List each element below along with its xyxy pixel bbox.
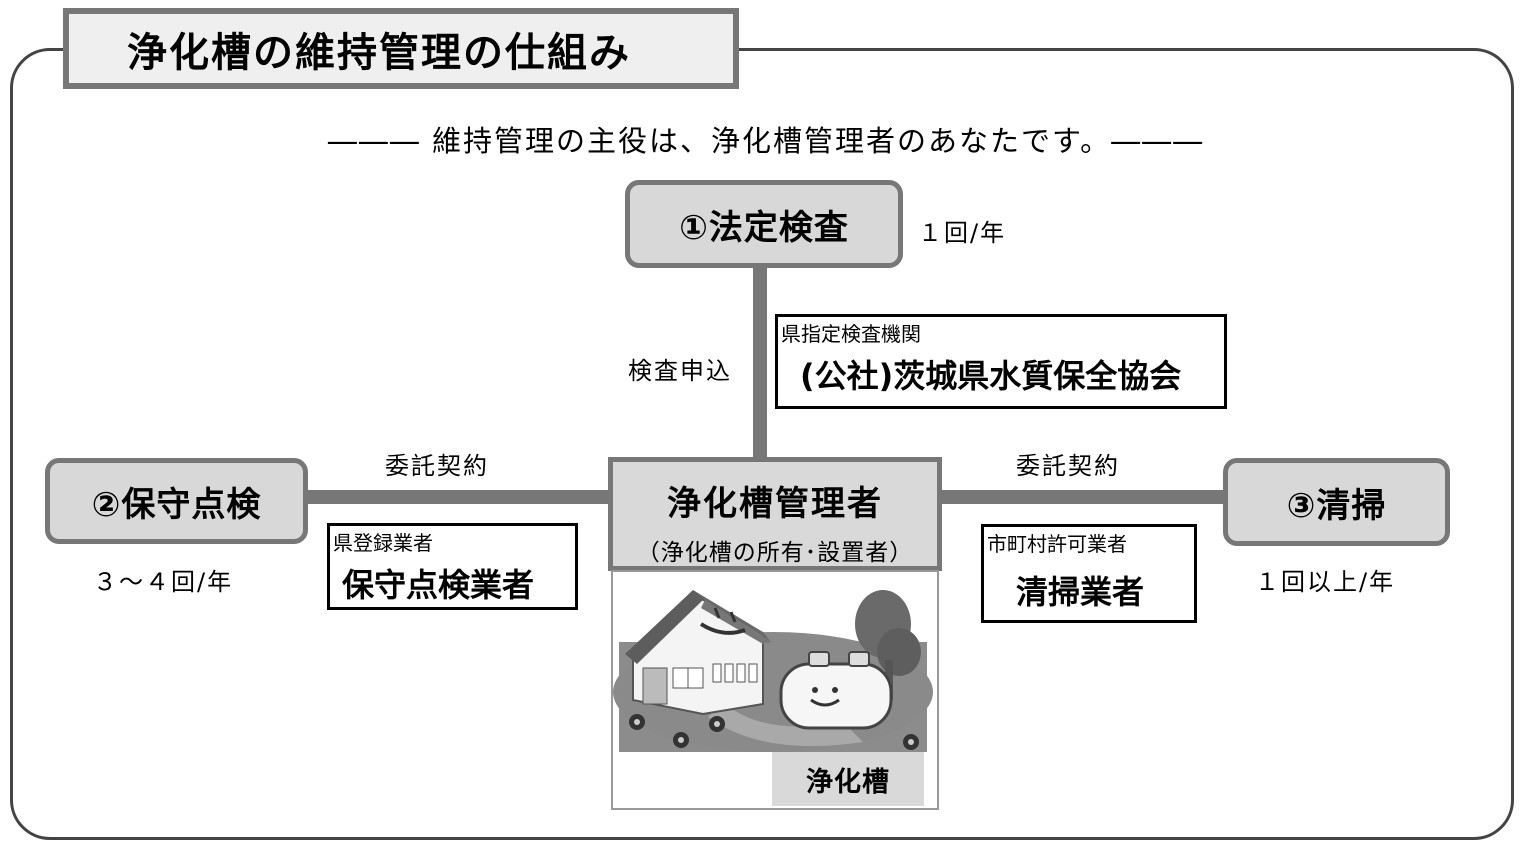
cleaning-vendor-type: 市町村許可業者 [987,532,1127,556]
inspection-link-label: 検査申込 [628,357,732,385]
maintenance-vendor-type: 県登録業者 [333,531,433,555]
maintenance-vendor-box: 県登録業者 保守点検業者 [327,523,578,610]
manager-node: 浄化槽管理者 （浄化槽の所有･設置者） [608,457,942,571]
cleaning-link-label: 委託契約 [1016,452,1120,480]
inspection-frequency: １回/年 [918,219,1007,247]
diagram-frame [10,48,1514,840]
maintenance-node: ②保守点検 [45,458,308,544]
connector-vertical [753,265,767,460]
inspection-agency-type: 県指定検査機関 [781,322,921,346]
maintenance-label: ②保守点検 [91,484,262,525]
cleaning-label: ③清掃 [1286,485,1387,526]
tank-caption-label: 浄化槽 [806,766,890,798]
connector-right [939,490,1227,504]
cleaning-vendor-box: 市町村許可業者 清掃業者 [981,524,1197,623]
inspection-node: ①法定検査 [625,180,903,268]
house-and-tank-icon [613,578,933,752]
manager-label: 浄化槽管理者 [667,484,883,524]
septic-tank-illustration [611,570,939,810]
inspection-agency-box: 県指定検査機関 (公社)茨城県水質保全協会 [775,314,1227,409]
page-title: 浄化槽の維持管理の仕組み [127,29,631,76]
subtitle: ――― 維持管理の主役は、浄化槽管理者のあなたです。――― [327,124,1205,158]
page-title-box: 浄化槽の維持管理の仕組み [63,8,739,89]
maintenance-link-label: 委託契約 [385,452,489,480]
cleaning-node: ③清掃 [1223,458,1450,546]
connector-left [305,490,611,504]
manager-sublabel: （浄化槽の所有･設置者） [636,540,914,566]
maintenance-frequency: ３～４回/年 [93,568,234,596]
cleaning-frequency: １回以上/年 [1255,568,1396,596]
cleaning-vendor-name: 清掃業者 [1016,573,1145,611]
maintenance-vendor-name: 保守点検業者 [342,566,535,604]
inspection-agency-name: (公社)茨城県水質保全協会 [800,357,1182,395]
tank-caption: 浄化槽 [772,752,924,806]
inspection-label: ①法定検査 [679,207,849,248]
